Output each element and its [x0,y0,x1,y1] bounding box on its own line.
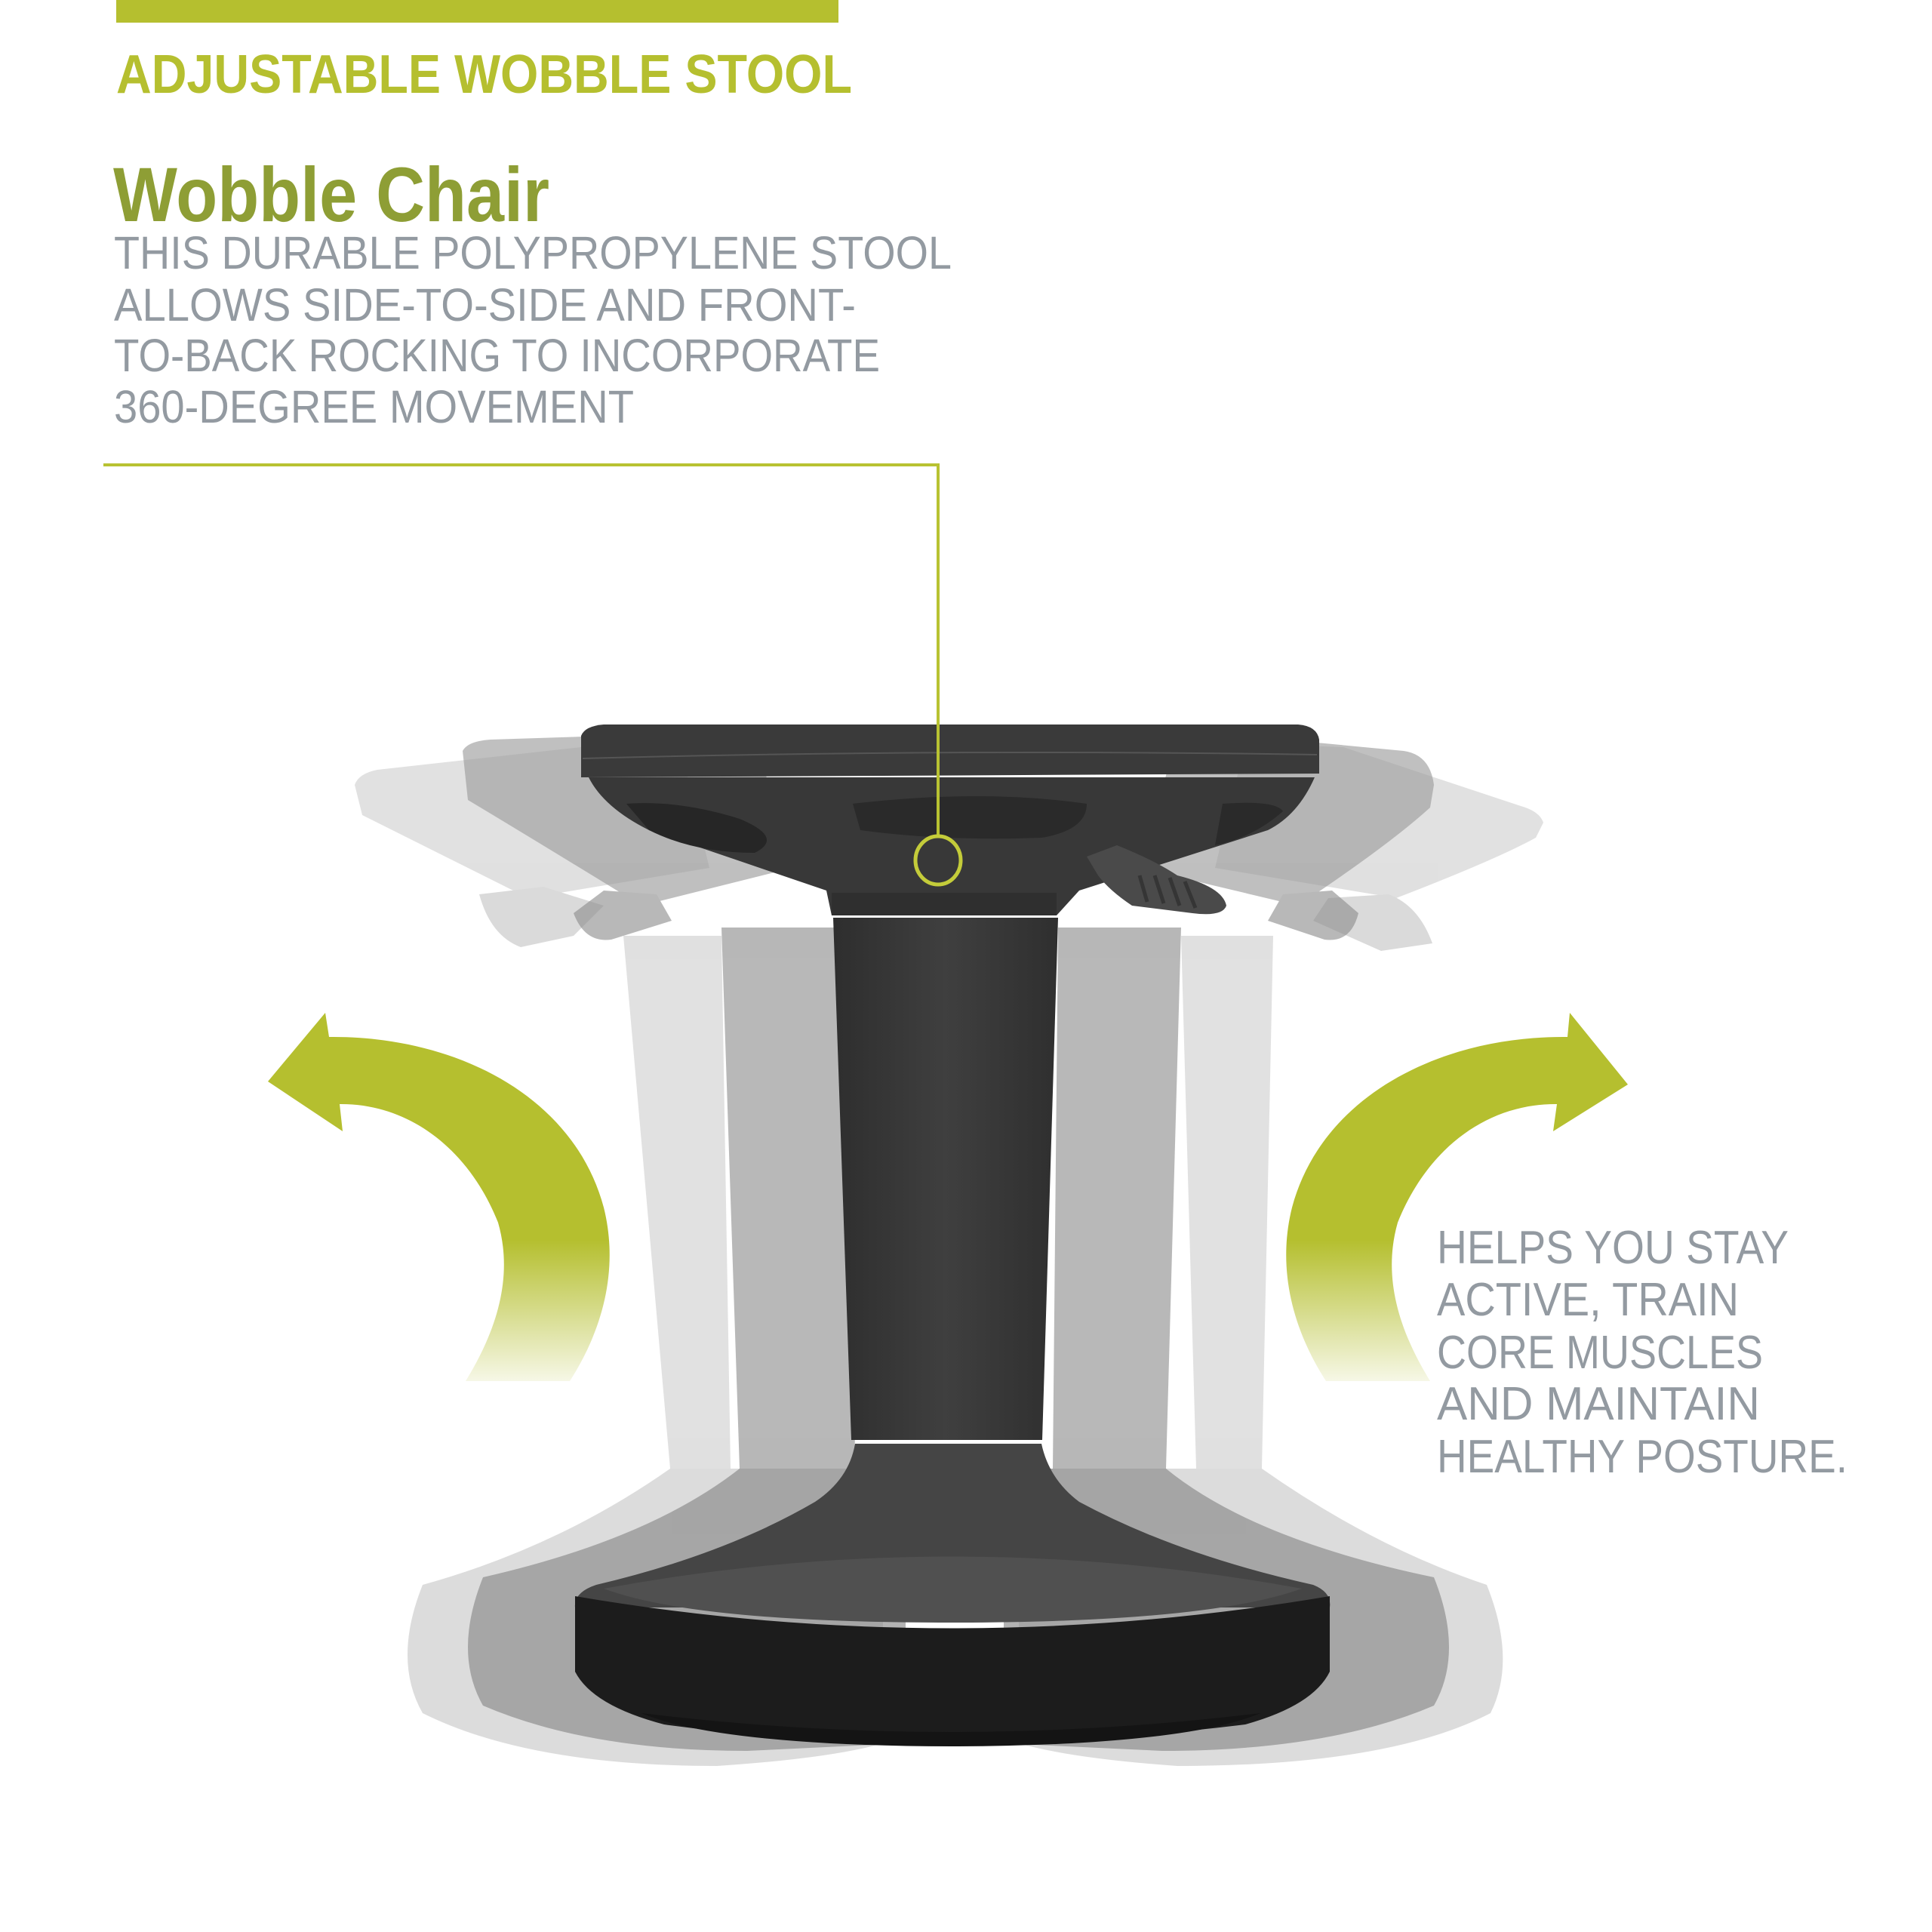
stool-main [574,724,1331,1746]
benefit-text-line: HEALTHY POSTURE. [1437,1431,1847,1483]
benefit-text-line: HELPS YOU STAY [1437,1222,1789,1274]
wobble-stool-image [355,724,1543,1766]
benefit-text-line: ACTIVE, TRAIN [1437,1274,1739,1326]
page-title: ADJUSTABLE WOBBLE STOOL [116,45,852,105]
benefit-text-line: AND MAINTAIN [1437,1378,1760,1430]
ring-marker-icon [913,834,963,887]
feature-description-line: 360-DEGREE MOVEMENT [114,381,634,432]
curved-arrow-left-icon [268,1013,610,1381]
feature-heading: Wobble Chair [113,152,549,238]
top-accent-bar [116,0,838,23]
curved-arrow-right-icon [1286,1013,1628,1381]
feature-description-line: TO-BACK ROCKING TO INCORPORATE [114,330,880,381]
feature-description-line: THIS DURABLE POLYPROPYLENE STOOL [114,227,952,278]
feature-description-line: ALLOWS SIDE-TO-SIDE AND FRONT- [114,279,856,331]
benefit-text-line: CORE MUSCLES [1437,1327,1763,1379]
callout-leader [103,463,963,887]
